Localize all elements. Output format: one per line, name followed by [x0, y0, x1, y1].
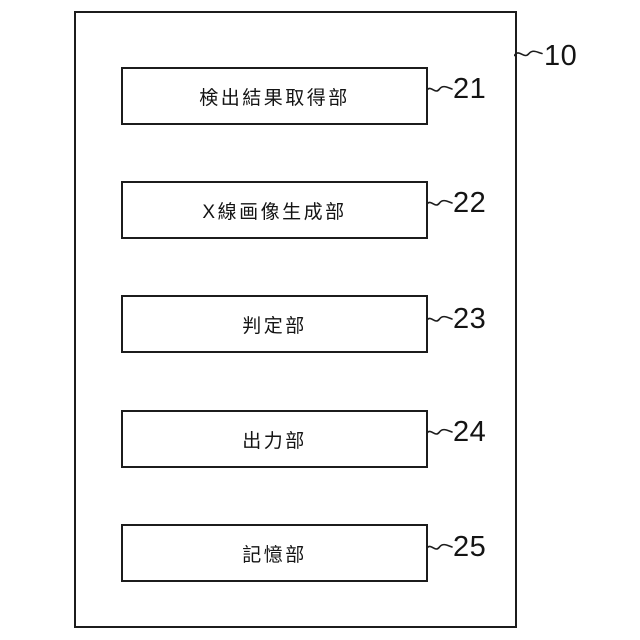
ref-label-23: 23	[453, 303, 487, 335]
tilde-connector-21	[426, 82, 453, 96]
block-label: X線画像生成部	[202, 201, 347, 223]
block-storage-unit: 記憶部	[121, 524, 428, 582]
tilde-connector-24	[426, 425, 453, 439]
block-label: 検出結果取得部	[199, 87, 350, 109]
block-label: 判定部	[242, 315, 307, 337]
ref-label-10: 10	[544, 40, 578, 72]
tilde-connector-22	[426, 196, 453, 210]
ref-label-22: 22	[453, 187, 487, 219]
block-output-unit: 出力部	[121, 410, 428, 468]
block-determination-unit: 判定部	[121, 295, 428, 353]
tilde-connector-10	[514, 47, 543, 61]
block-xray-image-generation-unit: X線画像生成部	[121, 181, 428, 239]
tilde-connector-25	[426, 540, 453, 554]
block-detection-result-acquisition-unit: 検出結果取得部	[121, 67, 428, 125]
ref-label-24: 24	[453, 416, 487, 448]
ref-label-21: 21	[453, 73, 487, 105]
tilde-connector-23	[426, 312, 453, 326]
block-label: 記憶部	[242, 544, 307, 566]
block-label: 出力部	[242, 430, 307, 452]
ref-label-25: 25	[453, 531, 487, 563]
